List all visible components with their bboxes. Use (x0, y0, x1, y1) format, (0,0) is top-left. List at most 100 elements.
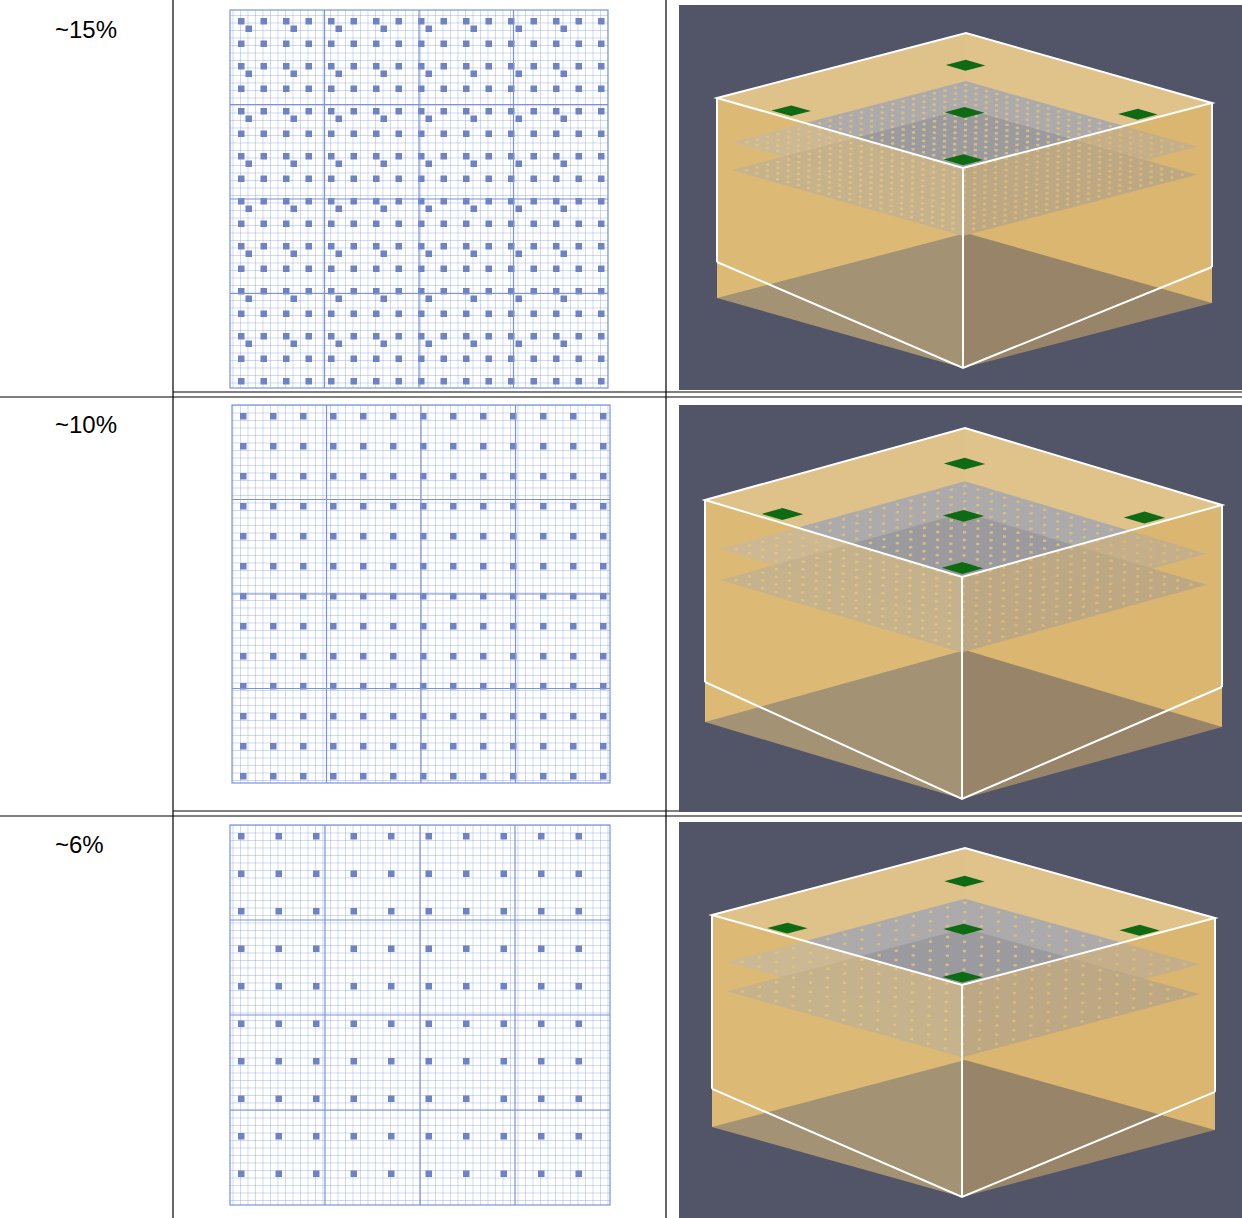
drawing-part (501, 1096, 508, 1103)
drawing-part (396, 221, 403, 228)
drawing-part (480, 743, 487, 750)
drawing-part (306, 41, 313, 48)
drawing-part (396, 311, 403, 318)
drawing-part (230, 10, 608, 388)
drawing-part (328, 266, 335, 273)
drawing-part (891, 126, 894, 128)
drawing-part (975, 87, 978, 89)
drawing-part (480, 473, 487, 480)
drawing-part (964, 135, 967, 137)
drawing-part (943, 146, 946, 148)
drawing-part (501, 1021, 508, 1028)
drawing-part (553, 333, 560, 340)
drawing-part (1026, 146, 1029, 148)
drawing-part (516, 161, 523, 168)
drawing-part (471, 296, 478, 303)
drawing-part (598, 108, 605, 115)
drawing-part (1043, 516, 1046, 518)
drawing-part (351, 1171, 358, 1178)
drawing-part (238, 1021, 245, 1028)
drawing-part (855, 530, 858, 532)
drawing-part (276, 833, 283, 840)
drawing-part (463, 1021, 470, 1028)
drawing-part (538, 1133, 545, 1140)
drawing-part (531, 41, 538, 48)
drawing-part (313, 833, 320, 840)
drawing-part (538, 1171, 545, 1178)
drawing-part (238, 176, 245, 183)
drawing-part (238, 153, 245, 160)
drawing-part (306, 153, 313, 160)
drawing-part (463, 378, 470, 385)
drawing-part (1026, 102, 1029, 104)
drawing-part (373, 131, 380, 138)
drawing-part (390, 563, 397, 570)
drawing-part (859, 134, 862, 136)
drawing-part (291, 26, 298, 33)
drawing-part (426, 1133, 433, 1140)
drawing-part (276, 1096, 283, 1103)
drawing-part (351, 1133, 358, 1140)
drawing-part (426, 871, 433, 878)
drawing-part (922, 100, 925, 102)
drawing-part (531, 86, 538, 93)
drawing-part (283, 86, 290, 93)
drawing-part (540, 563, 547, 570)
drawing-part (880, 117, 883, 119)
drawing-part (516, 341, 523, 348)
drawing-part (230, 293, 608, 294)
drawing-part (390, 503, 397, 510)
drawing-part (300, 713, 307, 720)
drawing-part (351, 946, 358, 953)
drawing-part (291, 206, 298, 213)
drawing-part (561, 161, 568, 168)
drawing-part (600, 773, 607, 780)
drawing-part (881, 111, 884, 113)
drawing-part (232, 405, 610, 783)
drawing-part (1088, 130, 1091, 132)
drawing-part (388, 1133, 395, 1140)
drawing-part (963, 103, 1212, 368)
drawing-part (328, 221, 335, 228)
drawing-part (351, 108, 358, 115)
drawing-part (396, 266, 403, 273)
drawing-part (1098, 122, 1101, 124)
drawing-part (390, 413, 397, 420)
drawing-part (1069, 532, 1072, 534)
drawing-part (390, 533, 397, 540)
drawing-part (896, 503, 899, 505)
drawing-part (576, 333, 583, 340)
drawing-part (995, 149, 998, 151)
drawing-part (463, 333, 470, 340)
drawing-part (240, 533, 247, 540)
drawing-part (538, 871, 545, 878)
drawing-part (426, 983, 433, 990)
drawing-part (943, 101, 946, 103)
drawing-part (501, 908, 508, 915)
drawing-part (1029, 520, 1032, 522)
drawing-part (351, 871, 358, 878)
drawing-part (306, 131, 313, 138)
drawing-part (576, 311, 583, 318)
drawing-part (849, 120, 852, 122)
render-scene (679, 5, 1242, 390)
drawing-part (300, 653, 307, 660)
drawing-part (480, 623, 487, 630)
drawing-part (330, 413, 337, 420)
drawing-part (598, 153, 605, 160)
drawing-part (330, 743, 337, 750)
drawing-part (828, 530, 831, 532)
drawing-part (1016, 524, 1019, 526)
drawing-part (471, 116, 478, 123)
drawing-part (480, 503, 487, 510)
drawing-part (351, 176, 358, 183)
drawing-part (261, 221, 268, 228)
drawing-part (336, 26, 343, 33)
drawing-part (306, 63, 313, 70)
drawing-part (553, 221, 560, 228)
drawing-part (716, 98, 718, 262)
drawing-part (902, 100, 905, 102)
drawing-part (396, 333, 403, 340)
drawing-part (360, 653, 367, 660)
drawing-part (240, 503, 247, 510)
